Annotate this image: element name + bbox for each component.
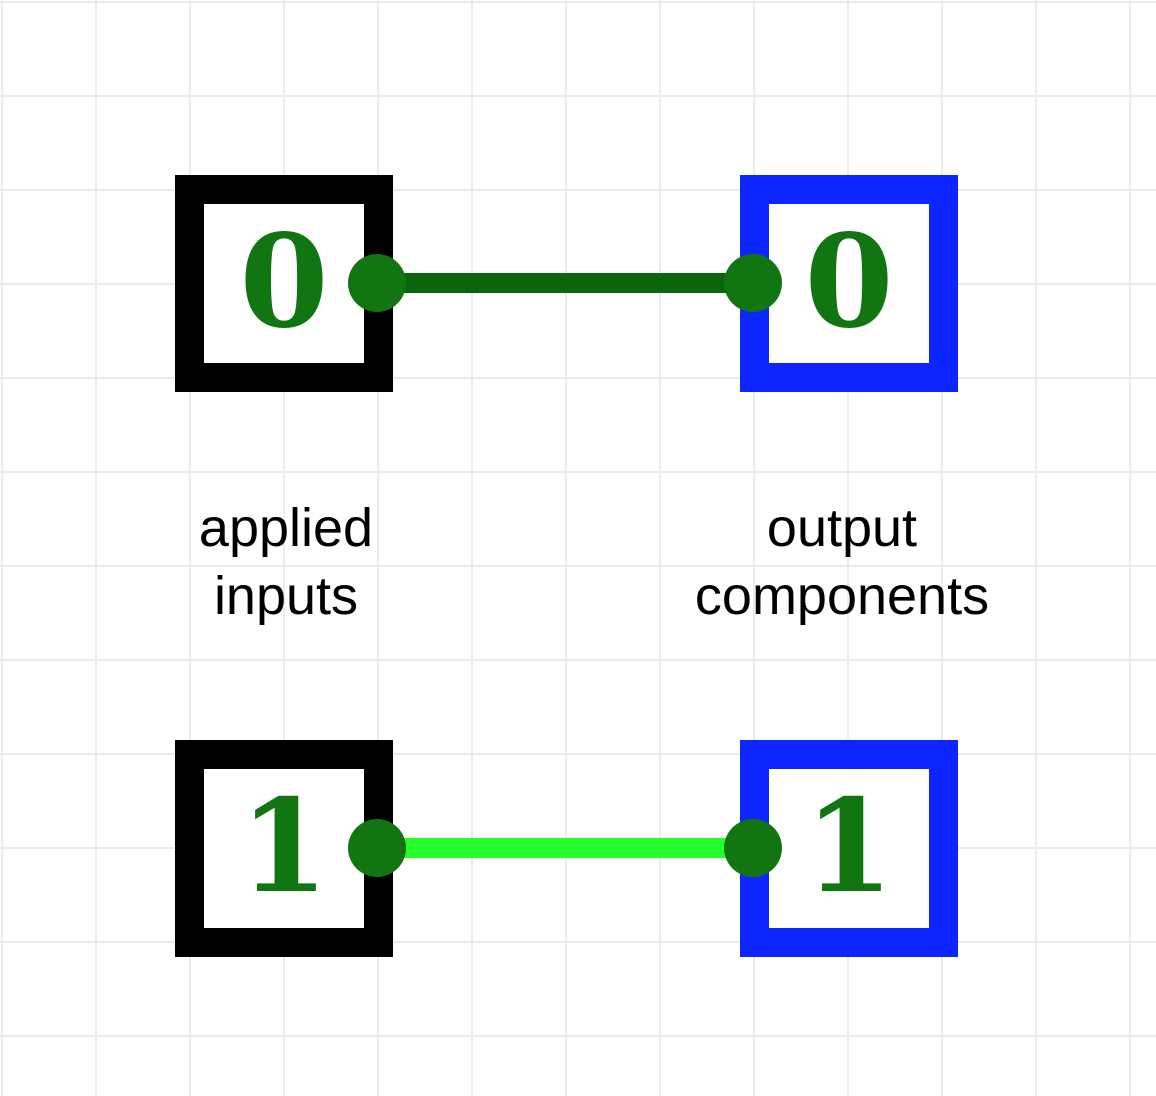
output-label-line2: components [694,566,990,626]
output-label-line1: output [766,498,918,558]
input-value-high: 1 [239,771,329,922]
output-value-high: 1 [804,771,894,922]
input-pin-high[interactable] [348,819,406,877]
input-pin-low[interactable] [348,254,406,312]
wire-high [377,838,753,858]
input-label-line2: inputs [213,566,359,626]
output-pin-low[interactable] [724,254,782,312]
input-label: applied inputs [106,494,466,630]
output-pin-high[interactable] [724,819,782,877]
input-value-low: 0 [239,206,329,357]
input-switch-low[interactable]: 0 [175,175,393,392]
input-label-line1: applied [198,498,374,558]
wire-low [377,273,753,293]
input-switch-high[interactable]: 1 [175,740,393,957]
output-value-low: 0 [804,206,894,357]
output-label: output components [662,494,1022,630]
